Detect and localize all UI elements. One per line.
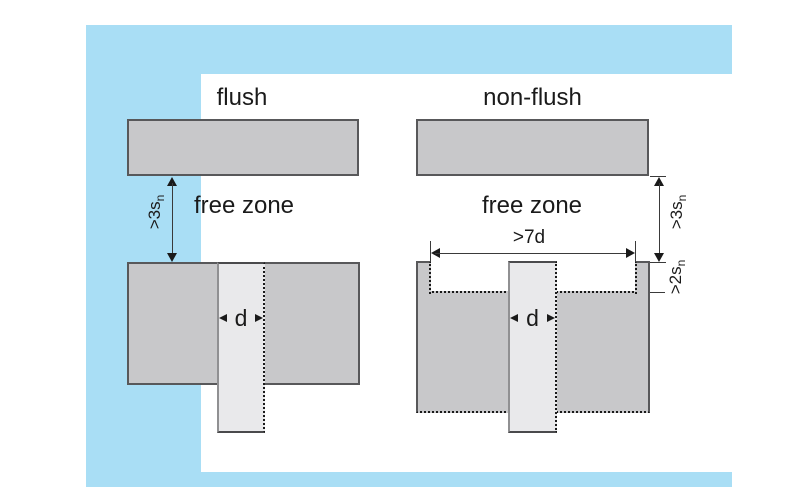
recess-depth-label: >2sn bbox=[665, 259, 689, 295]
arrowhead-down-icon bbox=[654, 253, 664, 262]
non-flush-block-left-rim bbox=[416, 261, 431, 294]
non-flush-block-right-rim bbox=[635, 261, 650, 294]
arrowhead-up-icon bbox=[167, 177, 177, 186]
non-flush-target-plate bbox=[416, 119, 649, 176]
arrowhead-right-icon bbox=[254, 314, 263, 322]
non-flush-title: non-flush bbox=[483, 84, 582, 111]
arrowhead-up-icon bbox=[654, 177, 664, 186]
non-flush-free-zone-label: free zone bbox=[481, 192, 583, 219]
arrowhead-down-icon bbox=[167, 253, 177, 262]
arrowhead-left-icon bbox=[219, 314, 227, 322]
arrowhead-right-icon bbox=[546, 314, 555, 322]
non-flush-diameter-label: d bbox=[526, 304, 539, 331]
arrowhead-right-icon bbox=[626, 248, 635, 258]
dimension-line bbox=[435, 253, 631, 254]
flush-title: flush bbox=[216, 84, 268, 111]
rim-extension-line bbox=[650, 262, 666, 263]
flush-diameter-dimension: d bbox=[219, 305, 263, 331]
non-flush-clearance-dimension bbox=[654, 177, 666, 262]
flush-sensor bbox=[217, 262, 265, 433]
recess-width-dimension bbox=[431, 247, 635, 260]
recess-width-label: >7d bbox=[512, 227, 546, 248]
flush-target-plate bbox=[127, 119, 359, 176]
flush-clearance-label: >3sn bbox=[144, 194, 168, 230]
non-flush-clearance-label: >3sn bbox=[666, 194, 690, 230]
flush-diameter-label: d bbox=[234, 304, 248, 331]
plate-extension-line bbox=[650, 176, 666, 177]
flush-free-zone-label: free zone bbox=[193, 192, 295, 219]
extension-line-left bbox=[430, 241, 431, 262]
arrowhead-left-icon bbox=[510, 314, 518, 322]
non-flush-diameter-dimension: d bbox=[510, 305, 555, 331]
dimension-line bbox=[659, 183, 660, 256]
extension-line-right bbox=[635, 241, 636, 262]
flush-clearance-dimension bbox=[167, 177, 179, 262]
dimension-line bbox=[172, 183, 173, 256]
recess-floor-extension-line bbox=[650, 292, 665, 293]
non-flush-sensor bbox=[508, 261, 557, 433]
